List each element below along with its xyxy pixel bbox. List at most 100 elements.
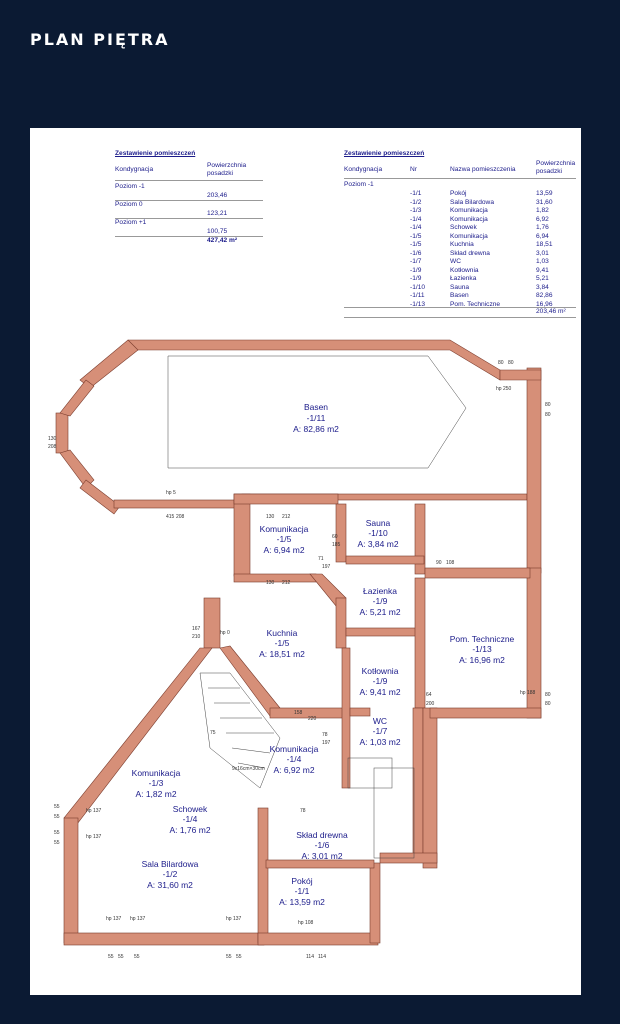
- dim-label: 114: [306, 954, 314, 960]
- wall-billiard-nw: [63, 647, 213, 829]
- detail-row-name: Skład drewna: [450, 249, 490, 257]
- room-area: A: 31,60 m2: [147, 880, 193, 890]
- dim-label: 55: [54, 830, 60, 836]
- wall-pokoj-east: [369, 862, 381, 944]
- detail-row-name: Pokój: [450, 190, 467, 197]
- detail-row-nr: -1/6: [410, 249, 422, 257]
- detail-row-name: Komunikacja: [450, 215, 488, 223]
- wall-north-west: [79, 339, 139, 389]
- dim-label: 55: [54, 840, 60, 846]
- room-number: -1/9: [373, 596, 388, 606]
- dim-label: 80: [545, 701, 551, 707]
- summary-level: Poziom 0: [115, 201, 143, 208]
- summary-total: 427,42 m²: [207, 237, 238, 244]
- detail-row-nr: -1/9: [410, 275, 422, 282]
- floor-plan-drawing: Basen -1/11 A: 82,86 m2 Komunikacja -1/5…: [48, 339, 551, 960]
- room-name: Kotłownia: [362, 666, 399, 676]
- floor-plan-sheet: Zestawienie pomieszczeń Kondygnacja Powi…: [30, 128, 581, 995]
- room-area: A: 9,41 m2: [359, 687, 400, 697]
- wall-south-right: [257, 932, 379, 946]
- detail-row-area: 6,92: [536, 215, 549, 223]
- detail-row-area: 3,84: [536, 283, 549, 291]
- wall-east-bottom: [429, 707, 542, 719]
- room-number: -1/6: [315, 840, 330, 850]
- wall-west-diag-b: [59, 449, 95, 489]
- stairs-label: 9x16cm×30cm: [232, 766, 265, 772]
- room-area: A: 3,01 m2: [301, 851, 342, 861]
- detail-col-area-a: Powierzchnia: [536, 160, 576, 167]
- room-number: -1/4: [183, 814, 198, 824]
- detail-row-nr: -1/2: [410, 198, 422, 206]
- room-name: Sauna: [366, 518, 391, 528]
- wall-sw-pool: [79, 479, 121, 515]
- dim-label: 55: [226, 954, 232, 960]
- dim-label: 55: [108, 954, 114, 960]
- wall-pool-south-left: [113, 499, 243, 509]
- room-number: -1/10: [368, 528, 388, 538]
- room-number: -1/2: [163, 869, 178, 879]
- room-name: Basen: [304, 402, 328, 412]
- room-name: Pokój: [291, 876, 312, 886]
- wall-kom5-south: [233, 573, 317, 583]
- room-area: A: 13,59 m2: [279, 897, 325, 907]
- detail-row-area: 18,51: [536, 241, 553, 248]
- wall-kotl-east: [412, 707, 424, 859]
- detail-row-area: 16,96: [536, 300, 553, 308]
- dim-label: 208: [48, 444, 57, 450]
- detail-row-nr: -1/10: [410, 283, 426, 291]
- dim-label: 55: [54, 814, 60, 820]
- dim-label: hp 250: [496, 386, 512, 392]
- dim-label: 212: [282, 580, 291, 586]
- dim-label: 55: [118, 954, 124, 960]
- dim-label: 108: [446, 560, 455, 566]
- room-name: Skład drewna: [296, 830, 348, 840]
- dim-label: 75: [210, 730, 216, 736]
- detail-row-nr: -1/7: [410, 258, 422, 265]
- room-area: A: 6,92 m2: [273, 765, 314, 775]
- page-title: PLAN PIĘTRA: [30, 30, 170, 49]
- room-area: A: 1,82 m2: [135, 789, 176, 799]
- wall-kotl-west: [341, 647, 351, 789]
- room-name: Sala Bilardowa: [142, 859, 199, 869]
- dim-label: 197: [322, 740, 331, 746]
- detail-level: Poziom -1: [344, 181, 374, 188]
- room-name: WC: [373, 716, 387, 726]
- detail-row-area: 13,59: [536, 190, 553, 197]
- room-area: A: 82,86 m2: [293, 424, 339, 434]
- summary-area: 203,46: [207, 192, 228, 199]
- dim-label: hp 137: [226, 916, 242, 922]
- dim-label: 185: [332, 542, 341, 548]
- dim-label: 64: [426, 692, 432, 698]
- dim-label: 208: [176, 514, 185, 520]
- dim-label: 55: [54, 804, 60, 810]
- detail-row-name: Sala Bilardowa: [450, 198, 494, 206]
- detail-row-nr: -1/5: [410, 241, 422, 248]
- detail-row-name: Łazienka: [450, 275, 477, 282]
- detail-row-name: WC: [450, 258, 461, 265]
- detail-col-name: Nazwa pomieszczenia: [450, 166, 516, 173]
- wall-sklad-south: [265, 859, 375, 869]
- dim-label: 415: [166, 514, 175, 520]
- detail-row-nr: -1/3: [410, 207, 422, 214]
- dim-label: hp 0: [220, 630, 230, 636]
- detail-row-area: 6,94: [536, 232, 549, 240]
- detail-row-name: Komunikacja: [450, 232, 488, 240]
- dim-label: 158: [294, 710, 303, 716]
- dim-label: 130: [266, 580, 275, 586]
- detail-row-nr: -1/4: [410, 224, 422, 231]
- stairs: [199, 672, 281, 789]
- summary-area: 123,21: [207, 210, 228, 217]
- room-name: Komunikacja: [270, 744, 319, 754]
- summary-area: 100,75: [207, 228, 228, 235]
- detail-row-area: 31,60: [536, 198, 553, 206]
- wall-kom5-west: [233, 493, 251, 577]
- room-area: A: 18,51 m2: [259, 649, 305, 659]
- dim-label: hp 137: [86, 808, 102, 814]
- room-name: Komunikacja: [260, 524, 309, 534]
- detail-row-area: 5,21: [536, 275, 549, 282]
- summary-col-area-a: Powierzchnia: [207, 162, 247, 169]
- room-name: Pom. Techniczne: [450, 634, 515, 644]
- dim-label: 80: [545, 402, 551, 408]
- wc-box: [347, 757, 393, 789]
- detail-row-area: 1,03: [536, 258, 549, 265]
